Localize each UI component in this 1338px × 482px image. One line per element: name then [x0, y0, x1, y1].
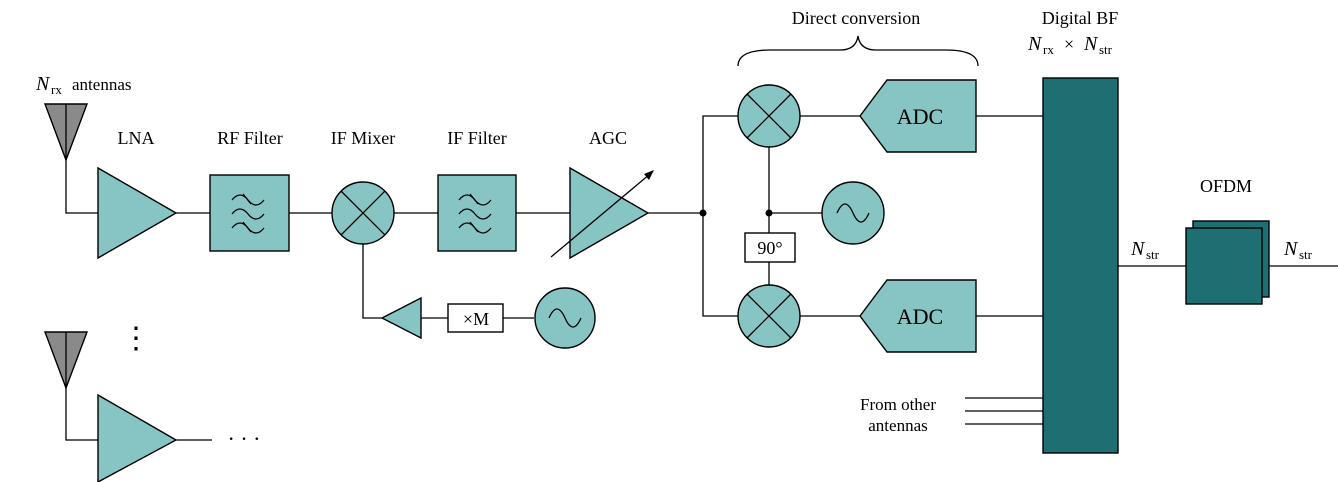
- if-mixer-icon: [331, 181, 395, 245]
- antennas-var: N: [35, 73, 51, 95]
- signal-wires: [65, 115, 1338, 441]
- from-other-label-line2: antennas: [868, 416, 927, 435]
- direct-conversion-brace: [737, 35, 979, 67]
- if-filter-icon: [437, 174, 517, 252]
- antenna-icon: [43, 331, 89, 390]
- nstr-in-label: N str: [1130, 238, 1160, 262]
- if-filter-label: IF Filter: [447, 128, 507, 148]
- digital-bf-label: Digital BF: [1042, 8, 1119, 28]
- adc-top-icon: [859, 79, 977, 153]
- dbf-dimension-label: N rx × N str: [1027, 33, 1113, 57]
- direct-conversion-label: Direct conversion: [792, 8, 920, 28]
- horizontal-ellipsis: · · ·: [228, 426, 261, 451]
- if-oscillator-icon: [534, 287, 596, 349]
- antenna-icon: [43, 103, 89, 162]
- rf-filter-label: RF Filter: [217, 128, 283, 148]
- rf-filter-icon: [209, 174, 290, 252]
- dc-oscillator-icon: [821, 181, 885, 245]
- lna-amplifier-icon: [97, 393, 178, 482]
- nstr-out-label: N str: [1283, 238, 1313, 262]
- junction-dot: [699, 209, 707, 217]
- agc-amplifier-icon: [550, 166, 654, 260]
- svg-text:×: ×: [1064, 34, 1074, 54]
- multiplier-box: [447, 303, 504, 333]
- lo-buffer-amplifier-icon: [380, 296, 422, 340]
- agc-label: AGC: [589, 128, 627, 148]
- svg-text:N: N: [1083, 33, 1099, 55]
- svg-text:rx: rx: [1043, 42, 1054, 57]
- if-mixer-label: IF Mixer: [331, 128, 396, 148]
- adc-bottom-label: ADC: [897, 304, 943, 329]
- ofdm-label: OFDM: [1200, 176, 1252, 196]
- antennas-text: antennas: [72, 75, 131, 94]
- junction-dot: [765, 209, 773, 217]
- svg-text:str: str: [1299, 247, 1313, 262]
- svg-text:str: str: [1099, 42, 1113, 57]
- digital-bf-block: [1042, 77, 1119, 454]
- svg-text:N: N: [1283, 238, 1299, 260]
- from-other-label-line1: From other: [860, 395, 936, 414]
- lna-amplifier-icon: [97, 166, 178, 260]
- phase-shift-box: [744, 232, 796, 263]
- ofdm-block: [1185, 220, 1270, 305]
- lna-label: LNA: [118, 128, 155, 148]
- antennas-sub: rx: [51, 82, 62, 97]
- phase-shift-label: 90°: [757, 238, 782, 258]
- adc-bottom-icon: [859, 279, 977, 353]
- svg-text:N: N: [1130, 238, 1146, 260]
- adc-top-label: ADC: [897, 104, 943, 129]
- svg-text:N: N: [1027, 33, 1043, 55]
- i-mixer-icon: [737, 84, 801, 148]
- q-mixer-icon: [737, 284, 801, 348]
- multiplier-label: ×M: [463, 309, 489, 329]
- vertical-ellipsis: ⋮: [121, 322, 151, 355]
- svg-text:str: str: [1146, 247, 1160, 262]
